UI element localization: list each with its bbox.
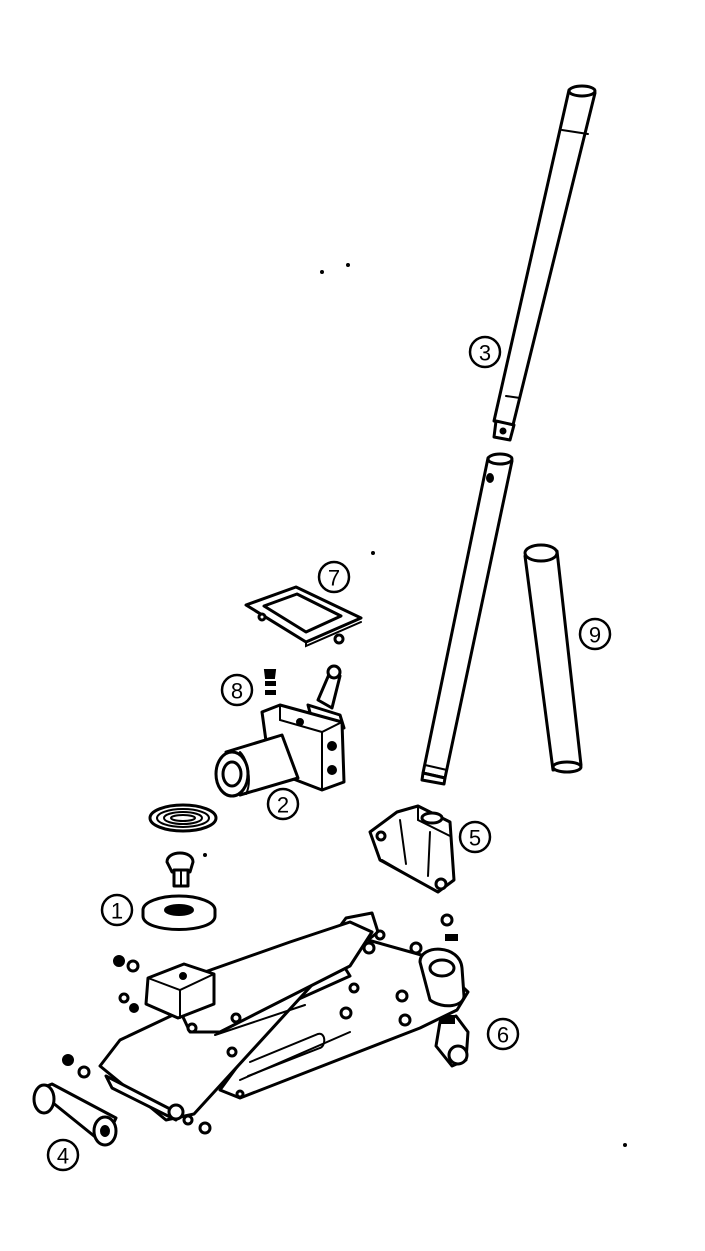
handle-extension-tube xyxy=(523,543,583,774)
callout-3-label: 3 xyxy=(479,341,491,366)
fasteners xyxy=(62,913,458,1135)
callout-5-label: 5 xyxy=(469,826,481,851)
callout-8: 8 xyxy=(220,673,254,707)
pump-unit xyxy=(214,664,346,798)
scan-specks xyxy=(203,263,627,1147)
callout-1-label: 1 xyxy=(111,899,123,924)
small-screws xyxy=(263,669,277,695)
callout-2-label: 2 xyxy=(277,793,289,818)
jack-chassis-frame xyxy=(98,911,470,1122)
cover-plate xyxy=(244,585,363,648)
callout-7: 7 xyxy=(317,560,351,594)
seal-ring xyxy=(148,803,218,833)
caster-wheel xyxy=(434,1014,470,1068)
callout-6: 6 xyxy=(486,1017,520,1051)
callout-3: 3 xyxy=(468,335,502,369)
callout-6-label: 6 xyxy=(497,1023,509,1048)
lifting-arm-bracket xyxy=(368,804,456,894)
callout-8-label: 8 xyxy=(231,679,243,704)
callout-5: 5 xyxy=(458,820,492,854)
callout-2: 2 xyxy=(266,787,300,821)
callout-9: 9 xyxy=(578,617,612,651)
callout-1: 1 xyxy=(100,893,134,927)
callout-4-label: 4 xyxy=(57,1144,69,1169)
handle-lower-section xyxy=(420,452,514,786)
callout-9-label: 9 xyxy=(589,623,601,648)
handle-upper-section xyxy=(492,84,597,442)
callout-7-label: 7 xyxy=(328,566,340,591)
rear-roller xyxy=(32,1082,118,1147)
saddle xyxy=(141,851,217,931)
callout-4: 4 xyxy=(46,1138,80,1172)
